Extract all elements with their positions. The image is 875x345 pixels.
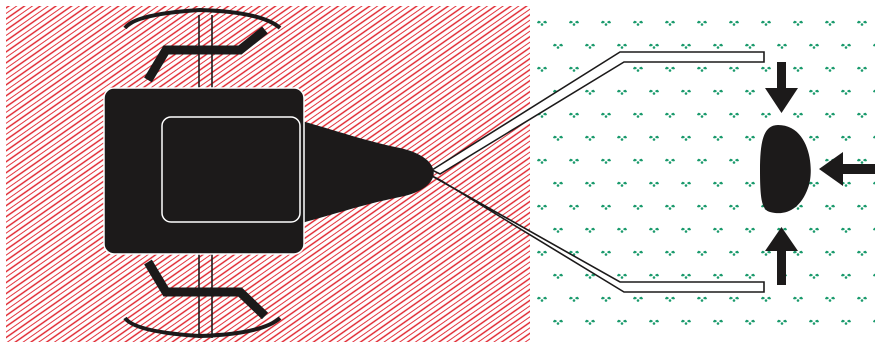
- arrow-icon-left: [819, 152, 875, 186]
- bottom-wheel-arc-icon: [123, 316, 282, 339]
- top-wheel-arc-icon: [123, 7, 282, 30]
- tractor-nose-icon: [290, 118, 434, 226]
- frame-arm-upper: [430, 51, 765, 175]
- bottom-wheel-arm-icon: [144, 259, 269, 320]
- top-wheel-arm-icon: [144, 26, 268, 83]
- frame-arm-lower: [431, 175, 765, 293]
- rounded-block-icon: [760, 125, 811, 214]
- v-shaped-pull-frame-icon: [430, 51, 765, 293]
- tractor-cab: [161, 116, 301, 223]
- arrow-icon-down: [765, 62, 798, 113]
- arrow-icon-up: [765, 227, 798, 285]
- tractor-top-view-icon: [103, 7, 434, 339]
